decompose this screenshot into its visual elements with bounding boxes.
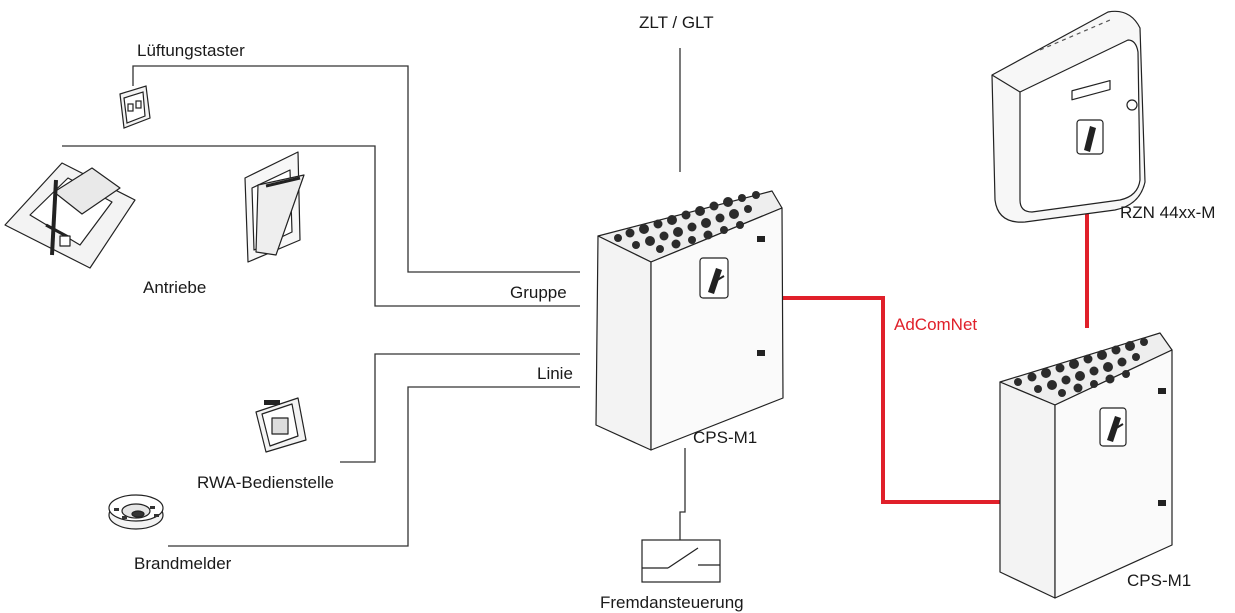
label-adcomnet: AdComNet — [894, 315, 978, 334]
cps-m1-cabinet-icon — [595, 190, 784, 451]
cps-m1-cabinet-icon — [999, 332, 1173, 599]
skylight-actuator-icon — [4, 162, 136, 269]
rzn-control-box-icon — [991, 10, 1146, 223]
label-antriebe: Antriebe — [143, 278, 207, 297]
linie-line-rwa — [340, 353, 580, 463]
window-actuator-icon — [244, 151, 305, 263]
label-cps-m1-main: CPS-M1 — [693, 428, 758, 447]
wiring-lines — [62, 48, 686, 547]
label-rwa-bedienstelle: RWA-Bedienstelle — [197, 473, 335, 492]
lueftungstaster-line — [132, 65, 580, 273]
label-gruppe: Gruppe — [510, 283, 567, 302]
label-lueftungstaster: Lüftungstaster — [137, 41, 245, 60]
adcomnet-line — [783, 296, 1000, 504]
rwa-control-point-icon — [255, 397, 307, 453]
label-zlt-glt: ZLT / GLT — [639, 13, 714, 32]
ventilation-switch-icon — [119, 85, 151, 129]
cable-glands — [1014, 338, 1148, 397]
label-rzn: RZN 44xx-M — [1120, 203, 1216, 222]
label-linie: Linie — [537, 364, 573, 383]
external-contact-icon — [641, 539, 721, 583]
fremdansteuerung-line — [679, 448, 686, 540]
linie-line-brandmelder — [168, 386, 580, 547]
smoke-detector-icon — [108, 494, 164, 530]
label-cps-m1-second: CPS-M1 — [1127, 571, 1192, 590]
gruppe-line — [62, 145, 580, 307]
cable-glands — [614, 191, 760, 253]
label-fremdansteuerung: Fremdansteuerung — [600, 593, 744, 612]
label-brandmelder: Brandmelder — [134, 554, 232, 573]
